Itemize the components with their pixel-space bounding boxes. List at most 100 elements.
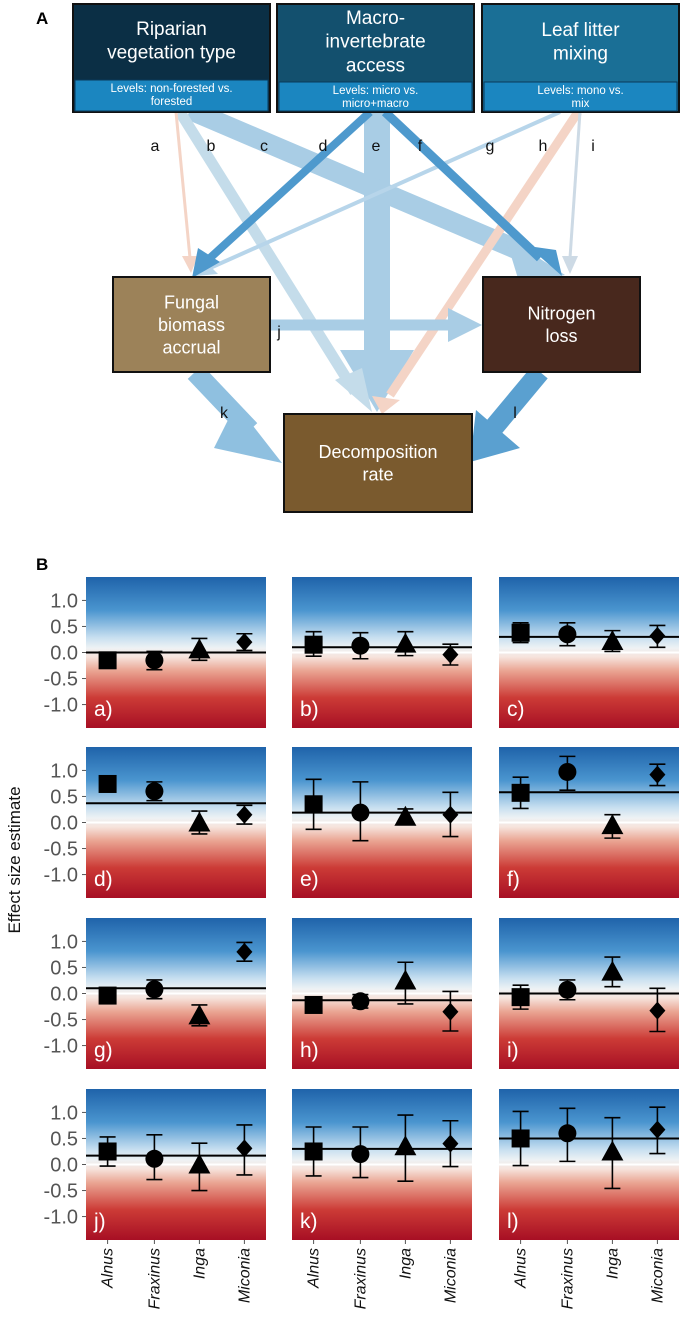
diamond-marker bbox=[236, 805, 253, 824]
arrowhead-c bbox=[505, 236, 565, 285]
x-tick-label: Inga bbox=[604, 1248, 621, 1279]
path-arrows bbox=[174, 100, 582, 463]
y-tick-label: 0.0 bbox=[50, 643, 78, 665]
square-marker bbox=[511, 1129, 530, 1148]
arrow-g bbox=[209, 110, 561, 270]
diamond-marker bbox=[442, 805, 459, 824]
triangle-marker bbox=[188, 638, 211, 659]
arrow-h bbox=[386, 109, 582, 398]
box-riparian-title-line: Riparian bbox=[136, 19, 207, 40]
y-tick-label: -0.5 bbox=[44, 1181, 78, 1203]
panel-sublabel: b) bbox=[300, 698, 319, 721]
diamond-marker bbox=[649, 765, 666, 784]
arrowhead-j bbox=[448, 308, 482, 342]
arrowhead-h bbox=[372, 396, 400, 414]
circle-marker bbox=[145, 782, 164, 801]
circle-marker bbox=[558, 980, 577, 999]
arrowhead-d bbox=[192, 248, 220, 278]
path-label-j: j bbox=[276, 324, 281, 341]
path-label-g: g bbox=[486, 138, 495, 155]
path-label-k: k bbox=[220, 405, 229, 422]
panel-d: d) bbox=[86, 747, 266, 898]
panel-sublabel: e) bbox=[300, 868, 319, 891]
box-litter-levels-line: mix bbox=[572, 98, 590, 110]
y-axes: 1.00.50.0-0.5-1.01.00.50.0-0.5-1.01.00.5… bbox=[44, 590, 86, 1229]
square-marker bbox=[98, 651, 117, 670]
panel-g: g) bbox=[86, 918, 266, 1069]
square-marker bbox=[304, 795, 323, 814]
triangle-marker bbox=[601, 1140, 624, 1161]
diamond-marker bbox=[442, 1002, 459, 1021]
panel-b: b) bbox=[292, 577, 472, 728]
box-macro-levels-rect bbox=[278, 81, 473, 112]
y-tick-label: 1.0 bbox=[50, 760, 78, 782]
square-marker bbox=[98, 1142, 117, 1161]
box-nitrogen-rect bbox=[482, 276, 641, 373]
panel-b-label: B bbox=[36, 555, 48, 574]
x-tick-label: Miconia bbox=[236, 1248, 253, 1303]
circle-marker bbox=[558, 762, 577, 781]
circle-marker bbox=[351, 636, 370, 655]
box-fungal-title-line: biomass bbox=[158, 315, 225, 335]
panel-sublabel: d) bbox=[94, 868, 113, 891]
panel-j: j) bbox=[86, 1089, 266, 1240]
panel-sublabel: a) bbox=[94, 698, 113, 721]
arrow-d bbox=[207, 109, 373, 261]
path-label-d: d bbox=[319, 138, 328, 155]
box-litter-title-line: mixing bbox=[553, 44, 608, 65]
x-tick-label: Fraxinus bbox=[146, 1248, 163, 1309]
triangle-marker bbox=[601, 630, 624, 651]
box-macro-title-line: invertebrate bbox=[325, 32, 425, 53]
y-tick-label: -1.0 bbox=[44, 695, 78, 717]
circle-marker bbox=[558, 625, 577, 644]
triangle-marker bbox=[394, 969, 417, 990]
circle-marker bbox=[145, 1149, 164, 1168]
box-fungal-title-line: accrual bbox=[162, 337, 220, 357]
box-macro-title-line: access bbox=[346, 55, 405, 76]
square-marker bbox=[304, 1142, 323, 1161]
x-tick-label: Alnus bbox=[513, 1248, 530, 1289]
box-litter-title-line: Leaf litter bbox=[541, 20, 620, 41]
box-nitrogen-title-line: loss bbox=[545, 326, 577, 346]
y-axis-label: Effect size estimate bbox=[5, 786, 24, 933]
panel-h: h) bbox=[292, 918, 472, 1069]
effect-size-panels: a)b)c)d)e)f)g)h)i)j)k)l) bbox=[86, 577, 679, 1240]
panel-sublabel: c) bbox=[507, 698, 525, 721]
square-marker bbox=[98, 774, 117, 793]
panel-sublabel: k) bbox=[300, 1210, 318, 1233]
circle-marker bbox=[145, 651, 164, 670]
panel-i: i) bbox=[499, 918, 679, 1069]
circle-marker bbox=[145, 980, 164, 999]
y-tick-label: 0.5 bbox=[50, 957, 78, 979]
panel-sublabel: l) bbox=[507, 1210, 519, 1233]
circle-marker bbox=[351, 992, 370, 1011]
box-macro-levels-line: micro+macro bbox=[342, 98, 409, 110]
path-label-b: b bbox=[207, 138, 216, 155]
box-riparian-levels-line: Levels: non-forested vs. bbox=[110, 83, 232, 95]
y-tick-label: 0.0 bbox=[50, 1155, 78, 1177]
path-label-a: a bbox=[151, 138, 160, 155]
triangle-marker bbox=[394, 1135, 417, 1156]
y-tick-label: 0.5 bbox=[50, 786, 78, 808]
x-tick-label: Fraxinus bbox=[352, 1248, 369, 1309]
panel-sublabel: j) bbox=[93, 1210, 106, 1233]
box-decomp-title-line: Decomposition bbox=[318, 442, 437, 462]
panel-sublabel: i) bbox=[507, 1039, 519, 1062]
triangle-marker bbox=[188, 811, 211, 832]
y-tick-label: -0.5 bbox=[44, 839, 78, 861]
diamond-marker bbox=[236, 633, 253, 652]
arrowhead-e bbox=[340, 350, 414, 412]
y-tick-label: 1.0 bbox=[50, 1102, 78, 1124]
arrowhead-l bbox=[470, 410, 520, 462]
triangle-marker bbox=[394, 805, 417, 826]
square-marker bbox=[511, 783, 530, 802]
path-label-l: l bbox=[513, 405, 517, 422]
y-tick-label: -1.0 bbox=[44, 1036, 78, 1058]
y-tick-label: 1.0 bbox=[50, 590, 78, 612]
box-fungal-rect bbox=[112, 276, 271, 373]
path-label-i: i bbox=[591, 138, 595, 155]
path-label-c: c bbox=[260, 138, 268, 155]
